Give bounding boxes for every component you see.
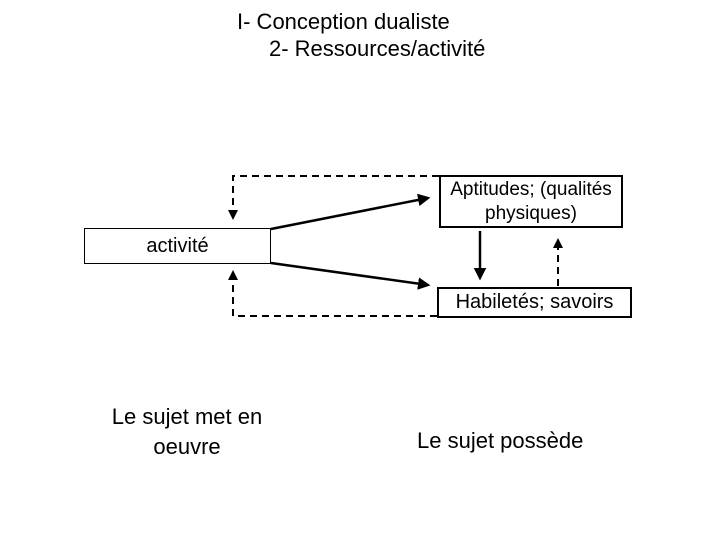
skills-box-label: Habiletés; savoirs (455, 291, 614, 313)
activity-box-label: activité (146, 234, 209, 257)
aptitudes-box: Aptitudes; (qualités physiques) (439, 175, 623, 228)
slide-title-line-1: I- Conception dualiste (237, 9, 450, 34)
dashed-arrow-aptitudes-to-activity (228, 175, 439, 220)
arrow-activity-to-aptitudes (270, 193, 431, 231)
caption-subject-uses: Le sujet met en oeuvre (111, 404, 263, 459)
arrow-activity-to-skills (270, 261, 431, 290)
dashed-arrow-skills-to-activity (228, 270, 437, 317)
slide-title-line-2: 2- Ressources/activité (269, 36, 486, 61)
activity-box: activité (84, 228, 271, 264)
caption-subject-possesses: Le sujet possède (417, 428, 584, 453)
aptitudes-box-label: Aptitudes; (qualités physiques) (450, 178, 612, 224)
skills-box: Habiletés; savoirs (437, 287, 632, 318)
